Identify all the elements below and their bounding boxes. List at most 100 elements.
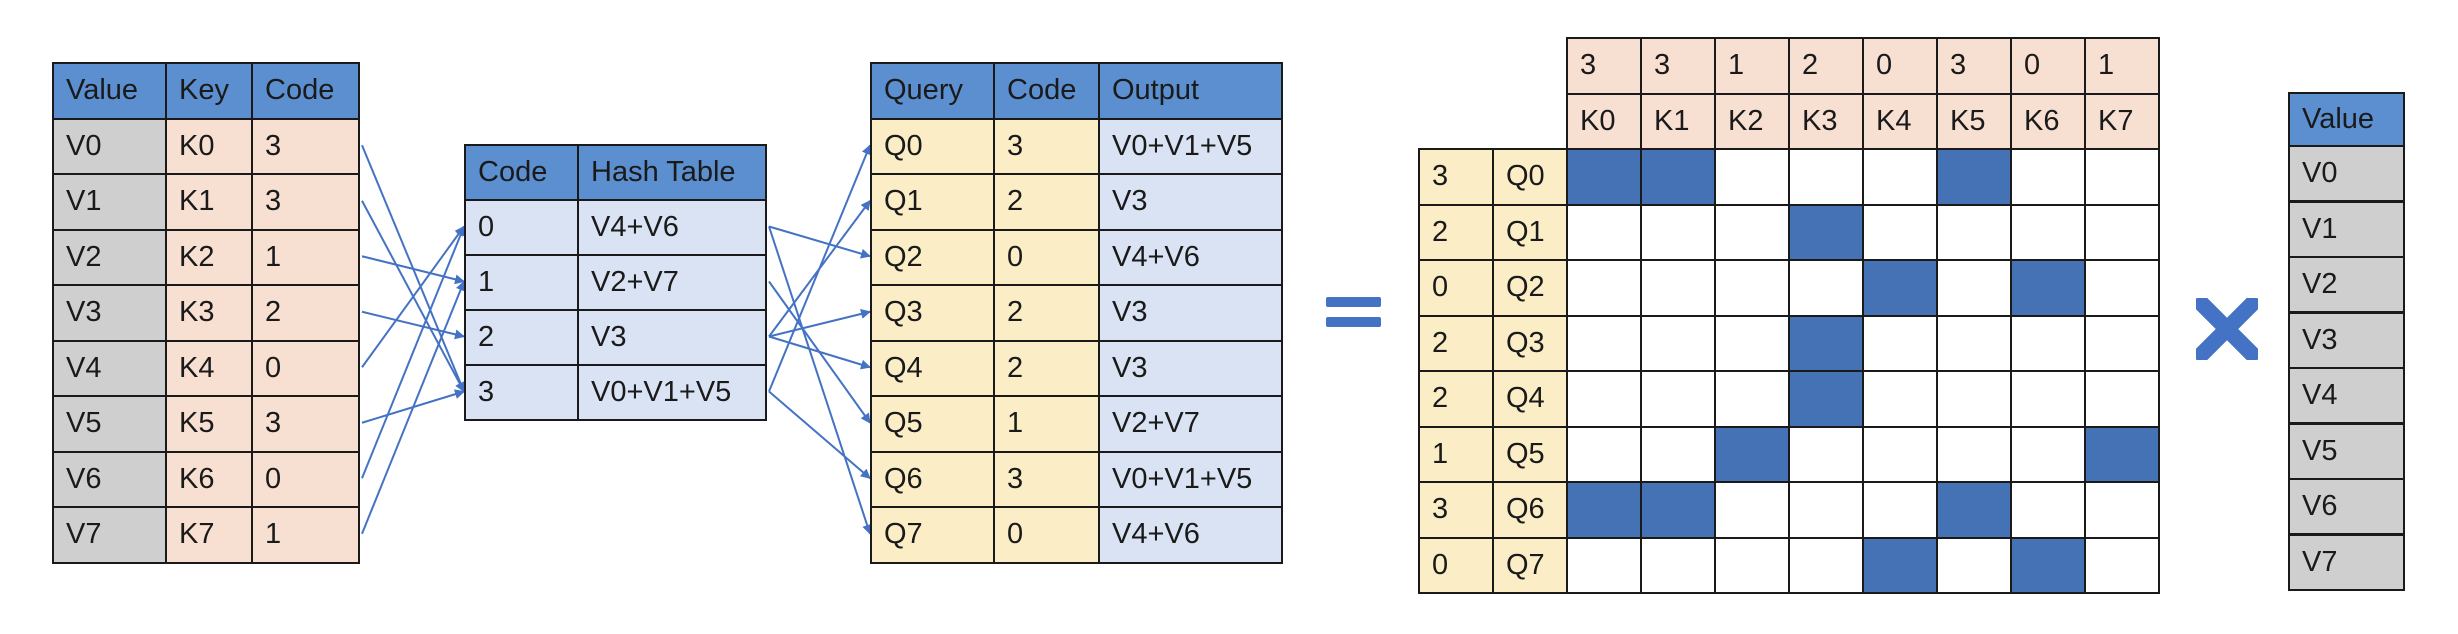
kv-value-cell: V2: [52, 228, 167, 286]
matrix-col-code: 0: [2010, 37, 2086, 95]
matrix-cell-empty: [1566, 314, 1642, 372]
kv-key-cell: K4: [165, 339, 253, 397]
key-to-hash-arrow: [361, 200, 465, 393]
matrix-col-key: K1: [1640, 92, 1716, 150]
hash-code-cell: 2: [464, 309, 579, 366]
hash-entry-cell: V0+V1+V5: [577, 364, 767, 421]
matrix-cell-active: [1714, 425, 1790, 483]
matrix-col-key: K5: [1936, 92, 2012, 150]
hash-to-query-arrow: [768, 335, 871, 370]
matrix-cell-active: [1640, 481, 1716, 539]
matrix-cell-empty: [1714, 314, 1790, 372]
matrix-cell-empty: [1788, 425, 1864, 483]
query-output-cell: V4+V6: [1098, 228, 1283, 286]
query-output-cell: V2+V7: [1098, 395, 1283, 453]
matrix-cell-empty: [1862, 370, 1938, 428]
matrix-cell-empty: [2010, 425, 2086, 483]
matrix-cell-empty: [2010, 203, 2086, 261]
matrix-cell-empty: [1862, 314, 1938, 372]
matrix-cell-active: [2084, 425, 2160, 483]
kv-code-cell: 3: [251, 117, 360, 175]
matrix-row-query: Q2: [1492, 259, 1568, 317]
matrix-cell-active: [2010, 536, 2086, 594]
kv-key-cell: K1: [165, 173, 253, 231]
matrix-cell-empty: [1788, 481, 1864, 539]
matrix-cell-active: [1640, 148, 1716, 206]
kv-code-cell: 2: [251, 284, 360, 342]
matrix-cell-empty: [1714, 481, 1790, 539]
matrix-cell-empty: [1862, 425, 1938, 483]
matrix-row-code: 2: [1418, 370, 1494, 428]
matrix-row-query: Q1: [1492, 203, 1568, 261]
matrix-cell-empty: [1566, 370, 1642, 428]
matrix-col-code: 1: [2084, 37, 2160, 95]
matrix-row-code: 3: [1418, 481, 1494, 539]
query-code-cell: 2: [993, 284, 1100, 342]
query-output-cell: V3: [1098, 339, 1283, 397]
matrix-cell-active: [1566, 481, 1642, 539]
matrix-col-code: 3: [1566, 37, 1642, 95]
matrix-cell-active: [1862, 259, 1938, 317]
matrix-cell-empty: [2084, 314, 2160, 372]
query-code-cell: 3: [993, 450, 1100, 508]
multiply-icon: [2196, 298, 2258, 360]
matrix-col-code: 3: [1936, 37, 2012, 95]
matrix-cell-active: [1936, 148, 2012, 206]
matrix-cell-empty: [2010, 481, 2086, 539]
value-vector-header: Value: [2288, 92, 2405, 147]
query-output-cell: V3: [1098, 284, 1283, 342]
kv-code-cell: 1: [251, 228, 360, 286]
value-vector-cell: V0: [2288, 145, 2405, 202]
matrix-row-code: 3: [1418, 148, 1494, 206]
kv-key-cell: K2: [165, 228, 253, 286]
matrix-cell-empty: [2084, 148, 2160, 206]
key-to-hash-arrow: [361, 225, 466, 479]
value-vector-cell: V5: [2288, 422, 2405, 480]
hash-to-query-arrow: [768, 144, 872, 392]
matrix-cell-active: [1862, 536, 1938, 594]
matrix-cell-active: [1936, 481, 2012, 539]
matrix-row-code: 1: [1418, 425, 1494, 483]
matrix-cell-empty: [1714, 203, 1790, 261]
matrix-cell-empty: [2084, 370, 2160, 428]
matrix-cell-active: [1788, 314, 1864, 372]
value-vector-cell: V7: [2288, 533, 2405, 591]
kv-value-cell: V5: [52, 395, 167, 453]
matrix-cell-empty: [2010, 314, 2086, 372]
matrix-cell-active: [1566, 148, 1642, 206]
kv-value-cell: V6: [52, 450, 167, 508]
query-header-output: Output: [1098, 62, 1283, 120]
matrix-cell-empty: [1640, 536, 1716, 594]
query-output-cell: V0+V1+V5: [1098, 117, 1283, 175]
matrix-col-key: K7: [2084, 92, 2160, 150]
key-to-hash-arrow: [361, 280, 466, 535]
matrix-cell-empty: [1862, 203, 1938, 261]
matrix-cell-empty: [1640, 259, 1716, 317]
matrix-row-query: Q7: [1492, 536, 1568, 594]
query-code-cell: 2: [993, 339, 1100, 397]
hash-code-cell: 1: [464, 254, 579, 311]
kv-value-cell: V0: [52, 117, 167, 175]
key-to-hash-arrow: [361, 144, 466, 393]
matrix-cell-empty: [1640, 370, 1716, 428]
kv-key-cell: K3: [165, 284, 253, 342]
matrix-cell-empty: [1640, 425, 1716, 483]
matrix-cell-active: [2010, 259, 2086, 317]
matrix-row-query: Q0: [1492, 148, 1568, 206]
matrix-cell-empty: [1788, 259, 1864, 317]
key-to-hash-arrow: [361, 225, 465, 368]
query-cell: Q1: [870, 173, 995, 231]
matrix-row-query: Q5: [1492, 425, 1568, 483]
kv-value-cell: V4: [52, 339, 167, 397]
hash-to-query-arrow: [768, 225, 871, 259]
kv-key-cell: K6: [165, 450, 253, 508]
matrix-cell-empty: [1566, 259, 1642, 317]
matrix-col-key: K6: [2010, 92, 2086, 150]
hash-entry-cell: V3: [577, 309, 767, 366]
key-to-hash-arrow: [361, 389, 465, 424]
hash-header-0: Code: [464, 144, 579, 201]
matrix-col-code: 1: [1714, 37, 1790, 95]
query-output-cell: V3: [1098, 173, 1283, 231]
hash-code-cell: 3: [464, 364, 579, 421]
